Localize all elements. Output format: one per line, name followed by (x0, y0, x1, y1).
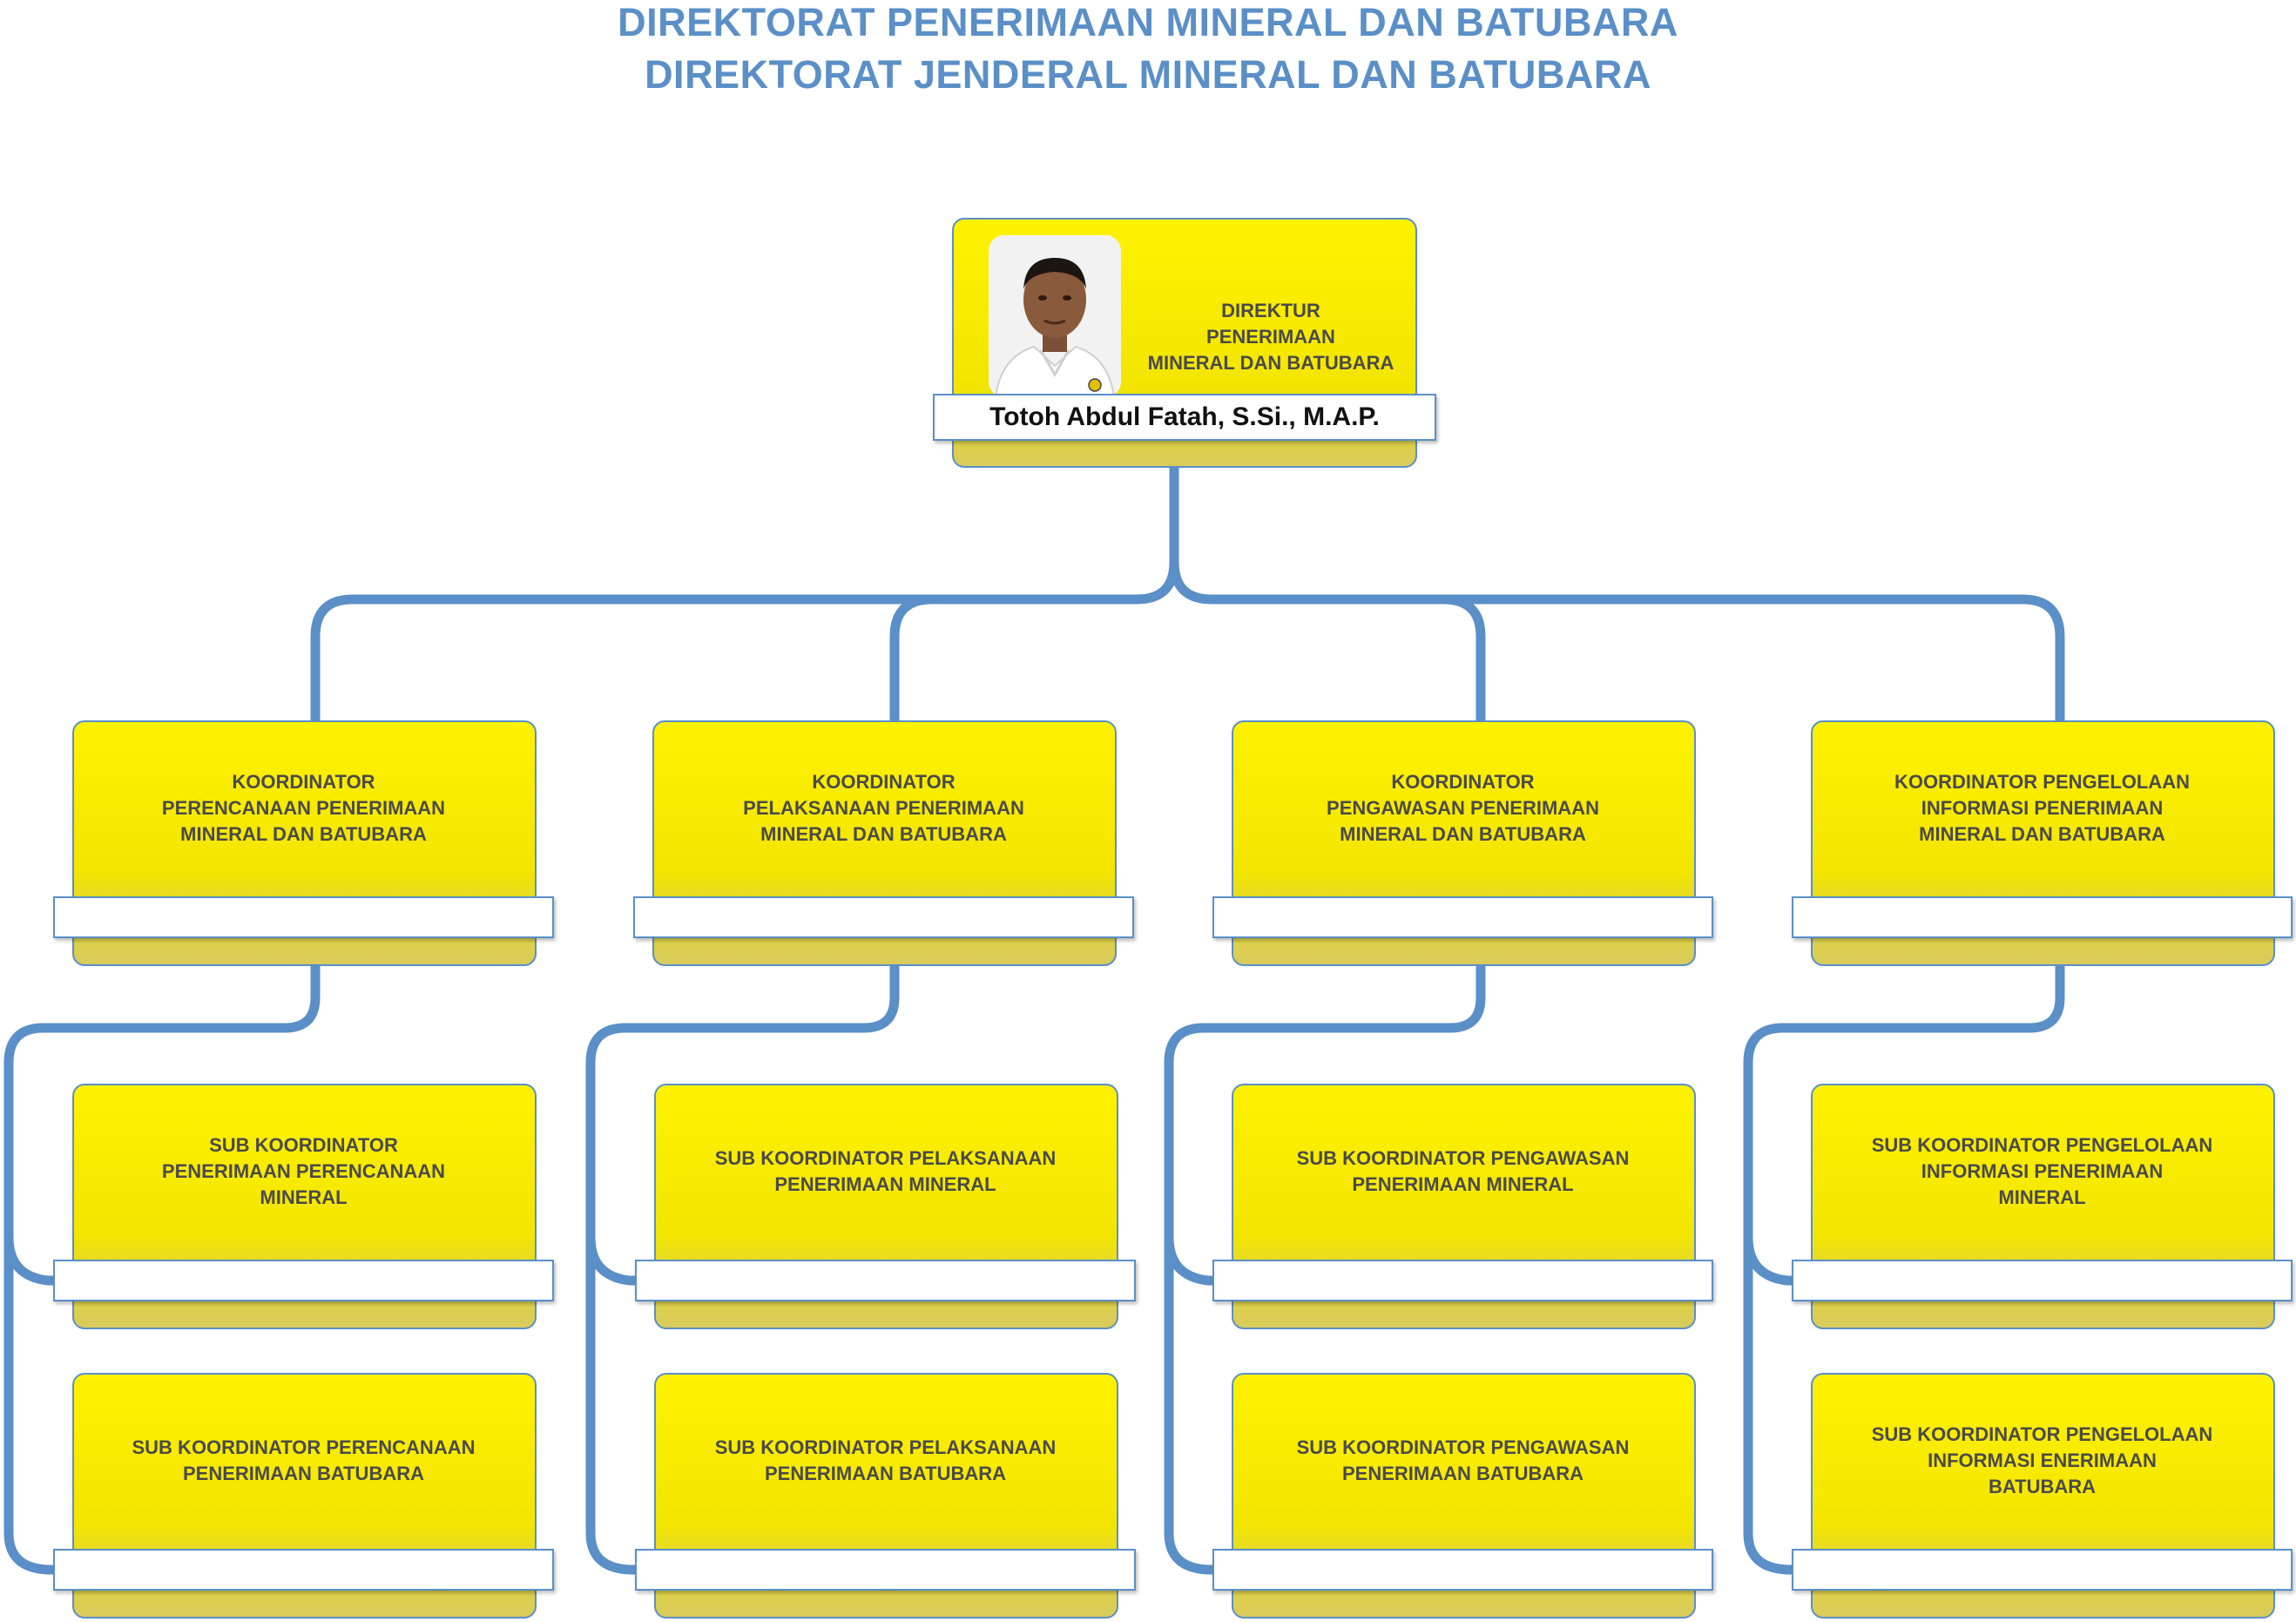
sub-coordinator-box: SUB KOORDINATOR PENGAWASAN PENERIMAAN MI… (1212, 1084, 1713, 1329)
header-title-line2: DIREKTORAT JENDERAL MINERAL DAN BATUBARA (645, 52, 1651, 97)
sub-coordinator-title: SUB KOORDINATOR PELAKSANAAN PENERIMAAN B… (714, 1436, 1057, 1484)
coordinator-title: KOORDINATOR PELAKSANAAN PENERIMAAN MINER… (743, 771, 1024, 845)
coordinator-box-pengawasan: KOORDINATOR PENGAWASAN PENERIMAAN MINERA… (1212, 720, 1713, 966)
sub-coordinator-name-bar (1792, 1260, 2293, 1301)
sub-coordinator-title: SUB KOORDINATOR PENGELOLAAN INFORMASI PE… (1871, 1134, 2213, 1208)
sub-coordinator-box: SUB KOORDINATOR PELAKSANAAN PENERIMAAN M… (635, 1084, 1136, 1329)
coordinator-name-bar (53, 896, 554, 938)
trunk-connector (1131, 463, 1217, 605)
sub-coordinator-name-bar (635, 1260, 1136, 1301)
sub-coordinator-box: SUB KOORDINATOR PELAKSANAAN PENERIMAAN B… (635, 1373, 1136, 1619)
director-photo (989, 235, 1121, 397)
sub-coordinator-title: SUB KOORDINATOR PERENCANAAN PENERIMAAN B… (132, 1436, 476, 1484)
coordinator-box-pelaksanaan: KOORDINATOR PELAKSANAAN PENERIMAAN MINER… (633, 720, 1134, 966)
sub-coordinator-name-bar (1212, 1260, 1713, 1301)
sub-coordinator-box: SUB KOORDINATOR PERENCANAAN PENERIMAAN B… (53, 1373, 554, 1619)
sub-coordinator-name-bar (635, 1549, 1136, 1591)
sub-coordinator-box: SUB KOORDINATOR PENGAWASAN PENERIMAAN BA… (1212, 1373, 1713, 1619)
coordinator-title: KOORDINATOR PENGAWASAN PENERIMAAN MINERA… (1327, 771, 1599, 845)
director-box: DIREKTUR PENERIMAAN MINERAL DAN BATUBARA… (933, 218, 1436, 468)
sub-coordinator-box: SUB KOORDINATOR PENGELOLAAN INFORMASI EN… (1792, 1373, 2293, 1619)
director-name: Totoh Abdul Fatah, S.Si., M.A.P. (989, 402, 1380, 431)
sub-coordinator-box: SUB KOORDINATOR PENGELOLAAN INFORMASI PE… (1792, 1084, 2293, 1329)
sub-coordinator-name-bar (53, 1260, 554, 1301)
branch-to-coord2 (889, 594, 1142, 725)
header-title-line1: DIREKTORAT PENERIMAAN MINERAL DAN BATUBA… (618, 0, 1678, 44)
sub-coordinator-title: SUB KOORDINATOR PELAKSANAAN PENERIMAAN M… (714, 1147, 1057, 1195)
sub-coordinator-title: SUB KOORDINATOR PENGELOLAAN INFORMASI EN… (1871, 1423, 2213, 1497)
coordinator-title: KOORDINATOR PERENCANAAN PENERIMAAN MINER… (161, 771, 446, 845)
sub-coordinator-name-bar (53, 1549, 554, 1591)
sub-coordinator-box: SUB KOORDINATOR PENERIMAAN PERENCANAAN M… (53, 1084, 554, 1329)
coordinator-name-bar (1212, 896, 1713, 938)
branch-to-coord3 (1206, 594, 1486, 725)
coordinator-name-bar (633, 896, 1134, 938)
sub-coordinator-title: SUB KOORDINATOR PENGAWASAN PENERIMAAN MI… (1296, 1147, 1630, 1195)
coordinator-name-bar (1792, 896, 2293, 938)
sub-coordinator-title: SUB KOORDINATOR PENERIMAAN PERENCANAAN M… (161, 1134, 446, 1208)
coordinator-box-pengelolaan: KOORDINATOR PENGELOLAAN INFORMASI PENERI… (1792, 720, 2293, 966)
coordinator-title: KOORDINATOR PENGELOLAAN INFORMASI PENERI… (1894, 771, 2190, 845)
director-title: DIREKTUR PENERIMAAN MINERAL DAN BATUBARA (1147, 300, 1394, 374)
coord1-children-connector (3, 960, 321, 1575)
sub-coordinator-name-bar (1792, 1549, 2293, 1591)
coord3-children-connector (1164, 960, 1486, 1575)
sub-coordinator-title: SUB KOORDINATOR PENGAWASAN PENERIMAAN BA… (1296, 1436, 1630, 1484)
branch-connector (310, 594, 2065, 725)
director-name-bar: Totoh Abdul Fatah, S.Si., M.A.P. (933, 394, 1436, 441)
sub-coordinator-name-bar (1212, 1549, 1713, 1591)
coord4-children-connector (1743, 960, 2065, 1575)
coordinator-box-perencanaan: KOORDINATOR PERENCANAAN PENERIMAAN MINER… (53, 720, 554, 966)
coord2-children-connector (585, 960, 900, 1575)
